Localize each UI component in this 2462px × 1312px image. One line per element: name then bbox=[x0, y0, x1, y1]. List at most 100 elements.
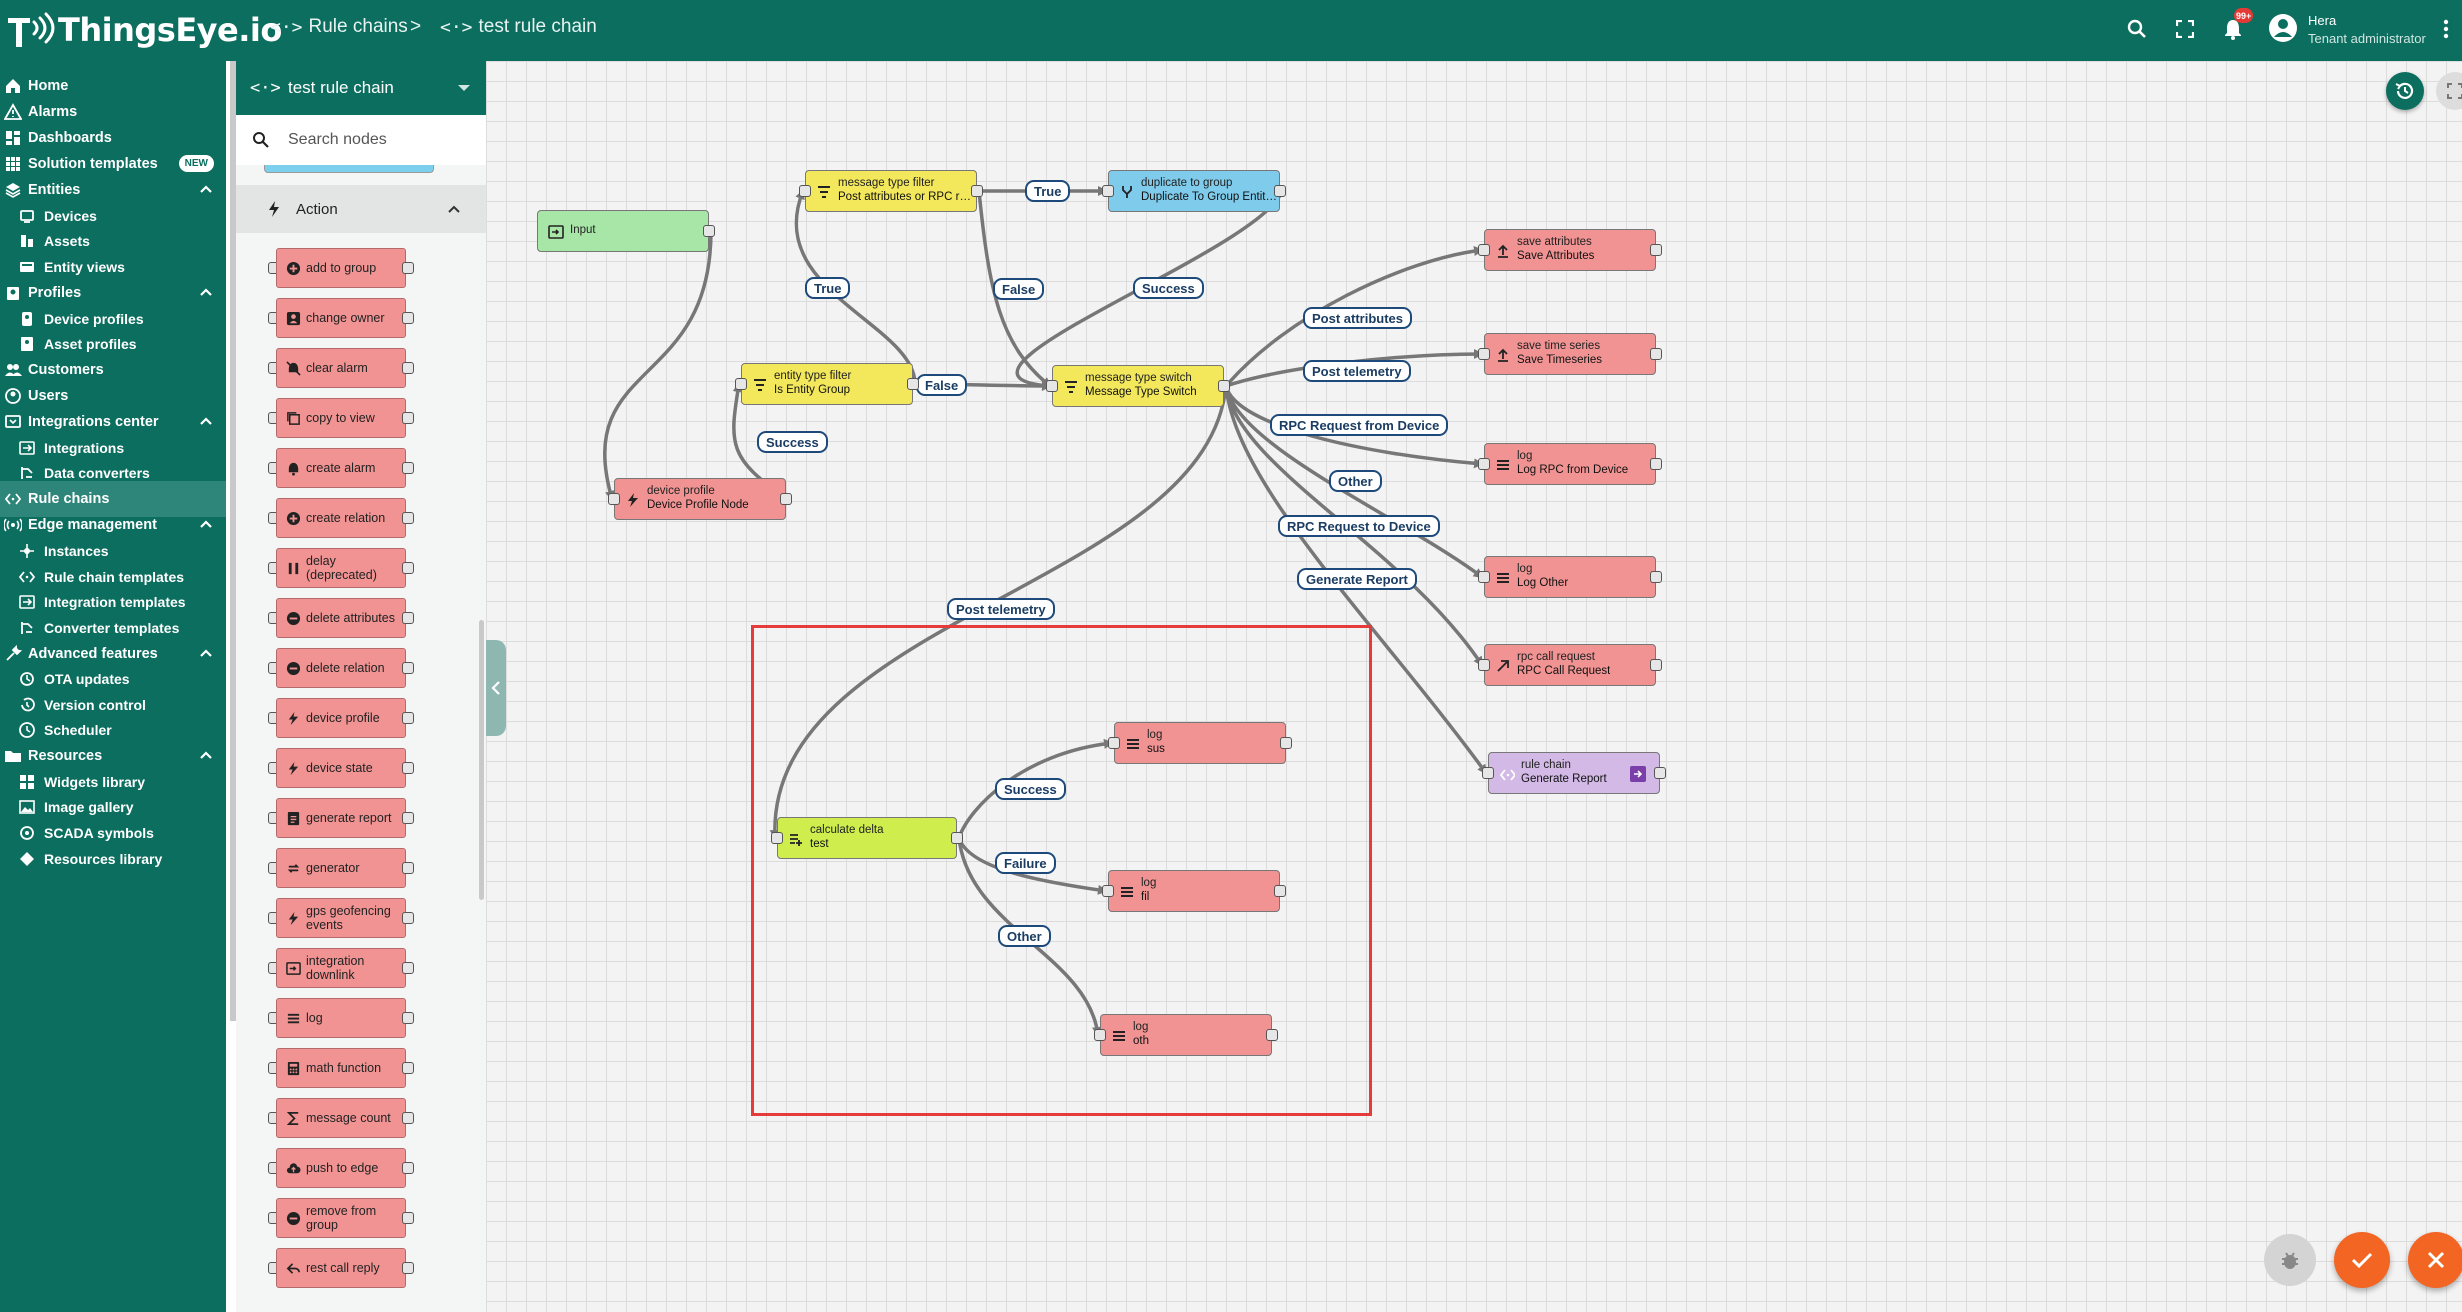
input-port[interactable] bbox=[1478, 659, 1490, 671]
input-port[interactable] bbox=[1046, 380, 1058, 392]
section-action[interactable]: Action bbox=[236, 185, 486, 233]
rule-node-lrpc[interactable]: log Log RPC from Device bbox=[1478, 443, 1662, 485]
output-port[interactable] bbox=[1650, 244, 1662, 256]
open-rule-chain-icon[interactable] bbox=[1629, 765, 1647, 783]
sidebar-item-resources[interactable]: Resources bbox=[0, 738, 226, 774]
breadcrumb-rule-chains[interactable]: <·> Rule chains bbox=[270, 16, 408, 38]
output-port[interactable] bbox=[780, 493, 792, 505]
logo[interactable]: ThingsEye.io bbox=[4, 10, 282, 50]
notifications-icon[interactable] bbox=[2218, 14, 2248, 44]
link-mtf-mts[interactable] bbox=[977, 190, 1052, 388]
sidebar-item-scheduler[interactable]: Scheduler bbox=[0, 712, 226, 748]
rule-node-sa[interactable]: save attributes Save Attributes bbox=[1478, 229, 1662, 271]
link-label[interactable]: True bbox=[805, 277, 851, 299]
fullscreen-icon[interactable] bbox=[2170, 14, 2200, 44]
sidebar-item-devices[interactable]: Devices bbox=[0, 198, 226, 234]
library-node-message-count[interactable]: message count bbox=[266, 1098, 416, 1138]
library-node-delete-relation[interactable]: delete relation bbox=[266, 648, 416, 688]
rule-node-mts[interactable]: message type switch Message Type Switch bbox=[1046, 365, 1230, 407]
link-label[interactable]: Post telemetry bbox=[1303, 360, 1411, 382]
sidebar-item-version-control[interactable]: Version control bbox=[0, 687, 226, 723]
sidebar-item-converter-templates[interactable]: Converter templates bbox=[0, 610, 226, 646]
library-node-change-owner[interactable]: change owner bbox=[266, 298, 416, 338]
library-node-log[interactable]: log bbox=[266, 998, 416, 1038]
rule-node-loth[interactable]: log oth bbox=[1094, 1014, 1278, 1056]
link-mts-lrpc[interactable] bbox=[1224, 385, 1484, 469]
link-label[interactable]: Success bbox=[1133, 277, 1204, 299]
search-nodes-input[interactable] bbox=[288, 131, 468, 149]
output-port[interactable] bbox=[1650, 348, 1662, 360]
library-node-device-profile[interactable]: device profile bbox=[266, 698, 416, 738]
sidebar-scrollbar[interactable] bbox=[230, 61, 236, 1021]
sidebar-item-rule-chains[interactable]: Rule chains bbox=[0, 481, 226, 517]
link-label[interactable]: Generate Report bbox=[1297, 568, 1417, 590]
rule-node-rpc[interactable]: rpc call request RPC Call Request bbox=[1478, 644, 1662, 686]
sidebar-item-instances[interactable]: Instances bbox=[0, 533, 226, 569]
output-port[interactable] bbox=[1650, 659, 1662, 671]
rule-node-dtg[interactable]: duplicate to group Duplicate To Group En… bbox=[1102, 170, 1286, 212]
version-history-button[interactable] bbox=[2386, 72, 2424, 110]
input-port[interactable] bbox=[1478, 348, 1490, 360]
output-port[interactable] bbox=[1650, 458, 1662, 470]
link-mts-rc[interactable] bbox=[1224, 385, 1488, 775]
sidebar-item-edge-management[interactable]: Edge management bbox=[0, 507, 226, 543]
sidebar-item-dashboards[interactable]: Dashboards bbox=[0, 120, 226, 156]
sidebar-item-rule-chain-templates[interactable]: Rule chain templates bbox=[0, 559, 226, 595]
library-node-gps-geofencing-events[interactable]: gps geofencing events bbox=[266, 898, 416, 938]
link-etf-mtf[interactable] bbox=[794, 189, 917, 385]
output-port[interactable] bbox=[951, 832, 963, 844]
rule-chain-select[interactable]: <·> test rule chain bbox=[236, 61, 486, 115]
input-port[interactable] bbox=[608, 493, 620, 505]
link-label[interactable]: RPC Request from Device bbox=[1270, 414, 1449, 436]
rule-node-lsus[interactable]: log sus bbox=[1108, 722, 1292, 764]
output-port[interactable] bbox=[1218, 380, 1230, 392]
library-node-integration-downlink[interactable]: integration downlink bbox=[266, 948, 416, 988]
link-dtg-mts[interactable] bbox=[1015, 190, 1284, 391]
library-node-remove-from-group[interactable]: remove from group bbox=[266, 1198, 416, 1238]
debug-button[interactable] bbox=[2264, 1234, 2316, 1286]
output-port[interactable] bbox=[1650, 571, 1662, 583]
library-node-delay-deprecated-[interactable]: delay (deprecated) bbox=[266, 548, 416, 588]
sidebar-item-integrations-center[interactable]: Integrations center bbox=[0, 404, 226, 440]
rule-node-dp[interactable]: device profile Device Profile Node bbox=[608, 478, 792, 520]
sidebar-item-profiles[interactable]: Profiles bbox=[0, 275, 226, 311]
link-mts-sa[interactable] bbox=[1224, 246, 1484, 388]
sidebar-item-integration-templates[interactable]: Integration templates bbox=[0, 584, 226, 620]
library-scrollbar[interactable] bbox=[479, 620, 484, 900]
sidebar-item-device-profiles[interactable]: Device profiles bbox=[0, 301, 226, 337]
library-node-create-relation[interactable]: create relation bbox=[266, 498, 416, 538]
rule-node-rc[interactable]: rule chain Generate Report bbox=[1482, 752, 1666, 794]
sidebar-item-home[interactable]: Home bbox=[0, 68, 226, 104]
library-node-copy-to-view[interactable]: copy to view bbox=[266, 398, 416, 438]
link-label[interactable]: True bbox=[1025, 180, 1071, 202]
input-port[interactable] bbox=[1478, 244, 1490, 256]
input-port[interactable] bbox=[1094, 1029, 1106, 1041]
input-port[interactable] bbox=[1108, 737, 1120, 749]
rule-node-etf[interactable]: entity type filter Is Entity Group bbox=[735, 363, 919, 405]
sidebar-item-widgets-library[interactable]: Widgets library bbox=[0, 764, 226, 800]
sidebar-item-integrations[interactable]: Integrations bbox=[0, 430, 226, 466]
sidebar-item-image-gallery[interactable]: Image gallery bbox=[0, 789, 226, 825]
library-node-delete-attributes[interactable]: delete attributes bbox=[266, 598, 416, 638]
output-port[interactable] bbox=[703, 225, 715, 237]
output-port[interactable] bbox=[1654, 767, 1666, 779]
canvas-fullscreen-button[interactable] bbox=[2436, 72, 2462, 110]
library-node-add-to-group[interactable]: add to group bbox=[266, 248, 416, 288]
link-label[interactable]: False bbox=[916, 374, 968, 396]
library-node-clear-alarm[interactable]: clear alarm bbox=[266, 348, 416, 388]
library-node-push-to-edge[interactable]: push to edge bbox=[266, 1148, 416, 1188]
sidebar-item-resources-library[interactable]: Resources library bbox=[0, 841, 226, 877]
library-node-device-state[interactable]: device state bbox=[266, 748, 416, 788]
output-port[interactable] bbox=[1274, 885, 1286, 897]
output-port[interactable] bbox=[971, 185, 983, 197]
sidebar-item-assets[interactable]: Assets bbox=[0, 223, 226, 259]
link-label[interactable]: Other bbox=[1329, 470, 1382, 492]
rule-node-lfil[interactable]: log fil bbox=[1102, 870, 1286, 912]
input-port[interactable] bbox=[1102, 885, 1114, 897]
rule-node-lother[interactable]: log Log Other bbox=[1478, 556, 1662, 598]
sidebar-item-asset-profiles[interactable]: Asset profiles bbox=[0, 326, 226, 362]
sidebar-item-alarms[interactable]: Alarms bbox=[0, 94, 226, 130]
rule-node-input[interactable]: Input bbox=[537, 210, 715, 252]
input-port[interactable] bbox=[1102, 185, 1114, 197]
